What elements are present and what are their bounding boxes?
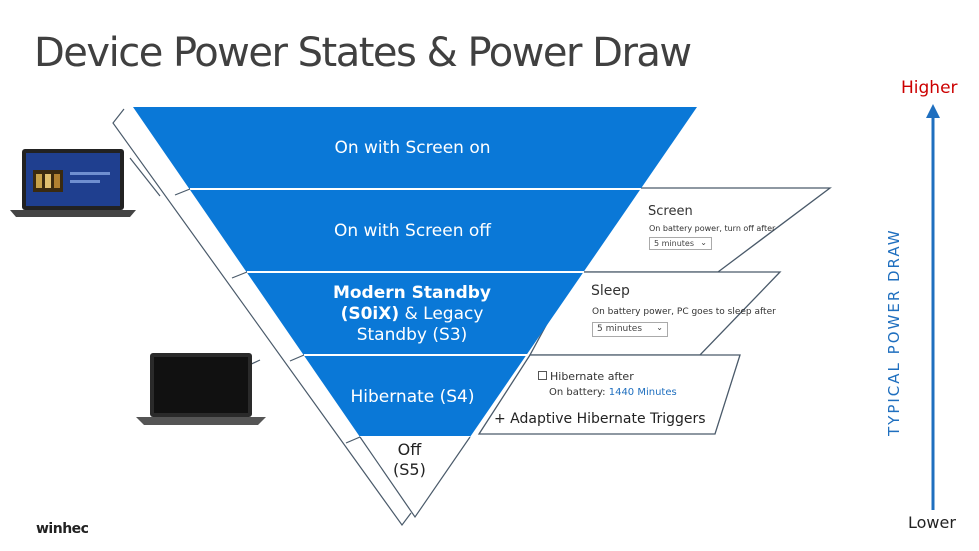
- bracket-tick-4: [345, 436, 361, 444]
- tier-label-screen-off: On with Screen off: [334, 221, 491, 241]
- brand-logo: winhec: [36, 521, 89, 537]
- power-axis-arrowhead: [926, 104, 940, 118]
- bracket-tick-3: [289, 354, 305, 362]
- tier-label-off: Off (S5): [393, 440, 426, 480]
- screen-panel-title: Screen: [648, 204, 693, 219]
- adaptive-hibernate-note: + Adaptive Hibernate Triggers: [494, 411, 706, 427]
- chevron-down-icon: ⌄: [656, 323, 663, 332]
- laptop-screen-off-icon: [136, 353, 266, 425]
- off-tier-region: [360, 437, 470, 517]
- sleep-timeout-value: 5 minutes: [597, 324, 643, 334]
- tier-label-modern-standby: Modern Standby (S0iX) & Legacy Standby (…: [326, 283, 498, 346]
- hibernate-panel-title-text: Hibernate after: [550, 370, 634, 383]
- sleep-panel-title: Sleep: [591, 283, 630, 299]
- page-title: Device Power States & Power Draw: [34, 30, 692, 76]
- screen-timeout-dropdown[interactable]: 5 minutes ⌄: [649, 237, 712, 250]
- off-label-line1: Off: [397, 440, 422, 459]
- off-label-line2: (S5): [393, 460, 426, 479]
- hibernate-panel-setting: On battery: 1440 Minutes: [549, 387, 677, 398]
- axis-higher-label: Higher: [901, 78, 958, 98]
- tier-label-hibernate: Hibernate (S4): [350, 387, 475, 407]
- hibernate-setting-value[interactable]: 1440 Minutes: [608, 387, 677, 398]
- hibernate-setting-label: On battery:: [549, 387, 606, 398]
- sleep-panel-setting: On battery power, PC goes to sleep after: [592, 307, 776, 317]
- screen-panel-setting: On battery power, turn off after: [649, 224, 776, 233]
- axis-lower-label: Lower: [908, 513, 956, 532]
- hibernate-panel-title: Hibernate after: [538, 370, 634, 383]
- hibernate-panel-outline: [477, 354, 741, 435]
- laptop-screen-on-icon: [10, 149, 136, 217]
- chevron-down-icon: ⌄: [700, 238, 707, 247]
- power-axis-label: TYPICAL POWER DRAW: [885, 228, 903, 436]
- laptop-pointer-1: [129, 157, 161, 197]
- tier-label-screen-on: On with Screen on: [334, 138, 491, 158]
- bracket-tick-1: [174, 188, 191, 196]
- modern-standby-rest: & Legacy Standby (S3): [356, 304, 484, 345]
- collapse-icon[interactable]: [538, 371, 547, 380]
- off-tier-outline: [359, 436, 471, 519]
- sleep-timeout-dropdown[interactable]: 5 minutes ⌄: [592, 322, 668, 337]
- left-bracket: [112, 108, 412, 527]
- modern-standby-bold: Modern Standby (S0iX): [332, 283, 492, 324]
- power-tier-triangle: [133, 107, 697, 517]
- bracket-tick-2: [231, 271, 248, 279]
- screen-timeout-value: 5 minutes: [654, 239, 695, 248]
